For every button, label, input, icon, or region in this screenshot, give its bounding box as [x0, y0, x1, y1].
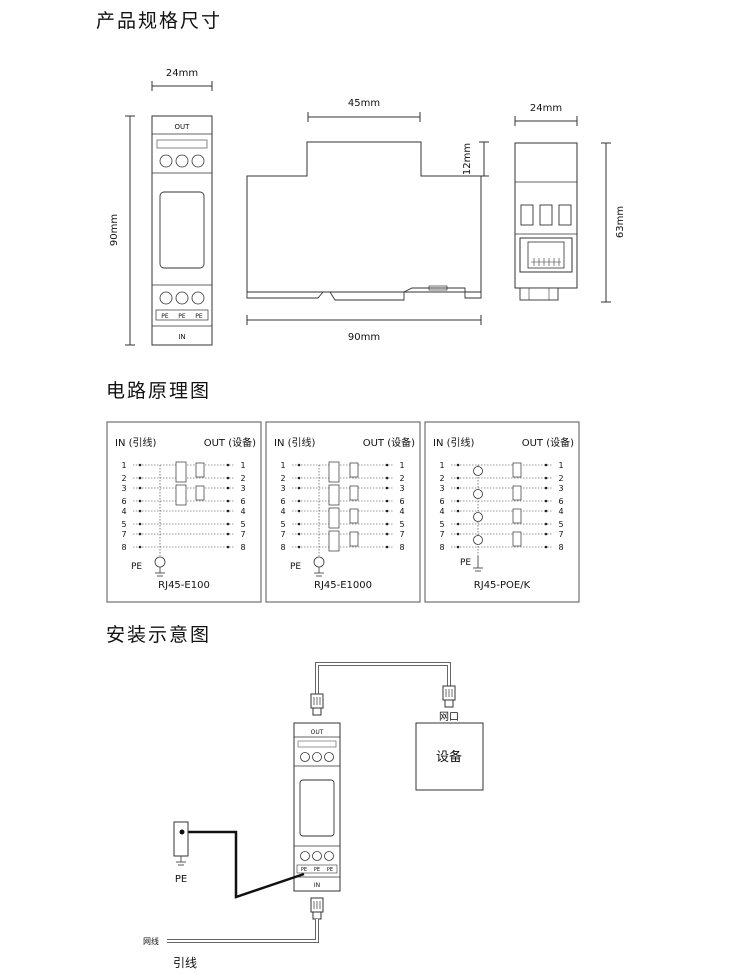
pin-label: 1 — [280, 461, 285, 470]
pin-label: 7 — [439, 530, 444, 539]
pin-label: 5 — [558, 520, 563, 529]
section-title-dimensions: 产品规格尺寸 — [96, 10, 223, 32]
pin-label: 2 — [558, 474, 563, 483]
circuit-pe-label: PE — [131, 562, 142, 572]
front-view: 24mm 90mm OUT PE PE PE IN — [109, 68, 213, 346]
circuit-panel-e1000: IN (引线) OUT (设备) 1 2 3 6 4 5 7 8 1 2 3 6… — [265, 421, 421, 603]
end-view: 24mm 63mm — [514, 103, 626, 303]
front-width-label: 24mm — [166, 68, 198, 79]
pin-label: 3 — [280, 484, 285, 493]
pin-label: 8 — [280, 543, 285, 552]
pin-label: 3 — [439, 484, 444, 493]
rj45-plug-icon — [310, 897, 324, 920]
pin-label: 7 — [240, 530, 245, 539]
circuit-pe-label: PE — [290, 562, 301, 572]
pin-label: 5 — [280, 520, 285, 529]
circuit-out-label: OUT (设备) — [363, 436, 415, 449]
side-notch-label: 12mm — [462, 143, 473, 175]
pin-label: 6 — [558, 497, 563, 506]
pin-label: 3 — [558, 484, 563, 493]
pin-label: 1 — [558, 461, 563, 470]
pin-label: 3 — [121, 484, 126, 493]
pin-label: 4 — [439, 507, 444, 516]
lead-label: 引线 — [173, 956, 197, 970]
pin-label: 7 — [121, 530, 126, 539]
front-in-label: IN — [178, 333, 185, 341]
pin-label: 7 — [558, 530, 563, 539]
side-bottom-label: 90mm — [348, 332, 380, 343]
pin-label: 2 — [121, 474, 126, 483]
pin-label: 7 — [280, 530, 285, 539]
port-label: 网口 — [439, 711, 459, 723]
pin-label: 3 — [399, 484, 404, 493]
pin-label: 4 — [399, 507, 404, 516]
pin-label: 8 — [399, 543, 404, 552]
circuit-out-label: OUT (设备) — [204, 436, 256, 449]
pin-label: 4 — [240, 507, 245, 516]
pin-label: 6 — [121, 497, 126, 506]
install-pe-ground-label: PE — [175, 874, 187, 885]
front-height-label: 90mm — [109, 214, 120, 246]
install-pe-label: PE — [327, 867, 333, 873]
circuit-in-label: IN (引线) — [274, 436, 316, 449]
install-in-label: IN — [314, 882, 320, 889]
section-title-circuit: 电路原理图 — [106, 380, 212, 402]
pin-label: 2 — [399, 474, 404, 483]
pin-label: 1 — [121, 461, 126, 470]
pin-label: 2 — [439, 474, 444, 483]
pin-label: 8 — [439, 543, 444, 552]
pin-label: 5 — [240, 520, 245, 529]
pin-label: 6 — [280, 497, 285, 506]
pin-label: 4 — [121, 507, 126, 516]
pin-label: 5 — [439, 520, 444, 529]
pin-label: 6 — [439, 497, 444, 506]
pin-label: 8 — [240, 543, 245, 552]
install-diagram: 网口 设备 OUT PE PE PE IN PE — [143, 662, 484, 970]
pin-label: 8 — [558, 543, 563, 552]
front-pe-label: PE — [195, 313, 203, 320]
circuit-pe-label: PE — [460, 558, 471, 568]
pin-label: 3 — [240, 484, 245, 493]
pin-label: 5 — [399, 520, 404, 529]
install-pe-label: PE — [301, 867, 307, 873]
pin-label: 6 — [240, 497, 245, 506]
circuit-model-name: RJ45-E100 — [158, 580, 210, 591]
cable-label: 网线 — [143, 936, 159, 946]
circuit-in-label: IN (引线) — [115, 436, 157, 449]
circuit-panel-e100: IN (引线) OUT (设备) 1 2 3 6 4 5 7 8 1 2 3 6… — [106, 421, 262, 603]
install-out-label: OUT — [311, 729, 324, 736]
pin-label: 2 — [280, 474, 285, 483]
front-out-label: OUT — [175, 123, 191, 131]
install-pe-label: PE — [314, 867, 320, 873]
pin-label: 1 — [439, 461, 444, 470]
pin-label: 2 — [240, 474, 245, 483]
end-width-label: 24mm — [530, 103, 562, 114]
end-height-label: 63mm — [615, 206, 626, 238]
pin-label: 4 — [558, 507, 563, 516]
pin-label: 5 — [121, 520, 126, 529]
pin-label: 4 — [280, 507, 285, 516]
circuit-out-label: OUT (设备) — [522, 436, 574, 449]
front-pe-label: PE — [178, 313, 186, 320]
rj45-plug-icon — [442, 685, 456, 708]
front-pe-label: PE — [161, 313, 169, 320]
circuit-panel-poe: IN (引线) OUT (设备) 1 2 3 6 4 5 7 8 1 2 3 6… — [424, 421, 580, 603]
pin-label: 7 — [399, 530, 404, 539]
equipment-label: 设备 — [436, 749, 462, 765]
pin-label: 8 — [121, 543, 126, 552]
side-view: 45mm 12mm 90mm — [246, 98, 489, 343]
pin-label: 6 — [399, 497, 404, 506]
rj45-plug-icon — [310, 693, 324, 716]
circuit-model-name: RJ45-E1000 — [314, 580, 372, 591]
pin-label: 1 — [399, 461, 404, 470]
circuit-in-label: IN (引线) — [433, 436, 475, 449]
circuit-model-name: RJ45-POE/K — [474, 580, 531, 591]
section-title-install: 安装示意图 — [106, 624, 212, 646]
side-top-label: 45mm — [348, 98, 380, 109]
pin-label: 1 — [240, 461, 245, 470]
